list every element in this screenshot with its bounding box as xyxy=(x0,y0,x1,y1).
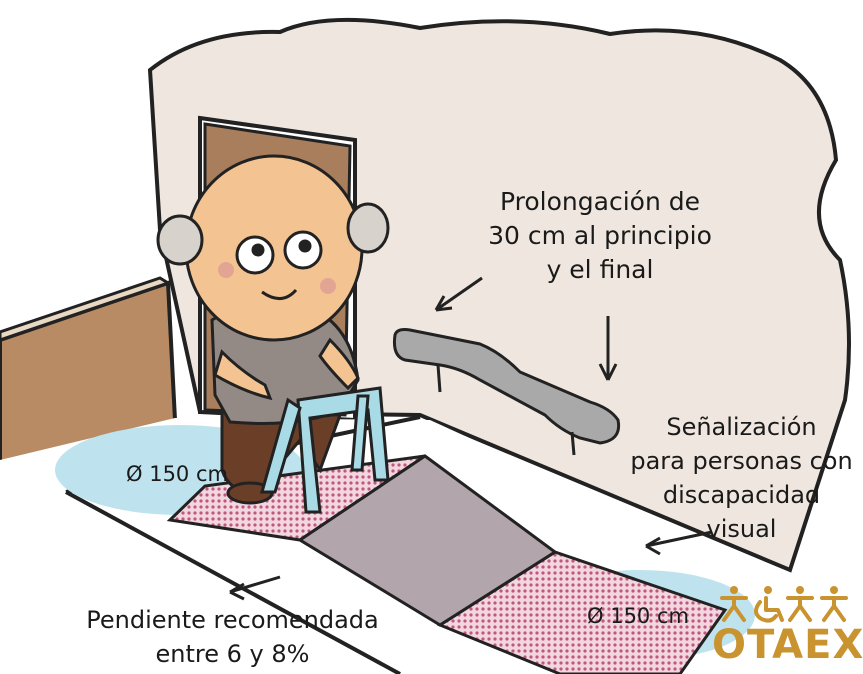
handrail-extension-line-1: Prolongación de xyxy=(500,187,700,216)
otaex-logo: OTAEX xyxy=(712,584,863,674)
tactile-signage-line-4: visual xyxy=(706,515,777,543)
tactile-signage-line-1: Señalización xyxy=(666,413,817,441)
handrail-extension-label: Prolongación de 30 cm al principio y el … xyxy=(470,185,730,287)
logo-text: OTAEX xyxy=(712,622,863,668)
tactile-signage-line-2: para personas con xyxy=(630,447,853,475)
handrail-extension-line-3: y el final xyxy=(546,255,654,284)
slope-line-2: entre 6 y 8% xyxy=(155,640,310,668)
floor-edge-front xyxy=(65,490,401,674)
ramp-surface xyxy=(297,454,558,627)
tactile-signage-line-3: discapacidad xyxy=(662,481,821,509)
slope-line-1: Pendiente recomendada xyxy=(86,606,379,634)
low-wall-top xyxy=(0,276,172,342)
slope-label: Pendiente recomendada entre 6 y 8% xyxy=(80,603,385,671)
turn-area-left-label: Ø 150 cm xyxy=(126,462,228,486)
turn-area-right-label: Ø 150 cm xyxy=(587,604,689,628)
handrail xyxy=(393,328,621,445)
tactile-signage-label: Señalización para personas con discapaci… xyxy=(620,410,863,546)
people-with-wheelchair-icon xyxy=(720,586,848,623)
arrows xyxy=(229,276,713,601)
elderly-man-with-walker xyxy=(156,154,390,514)
handrail-extension-line-2: 30 cm al principio xyxy=(488,221,712,250)
